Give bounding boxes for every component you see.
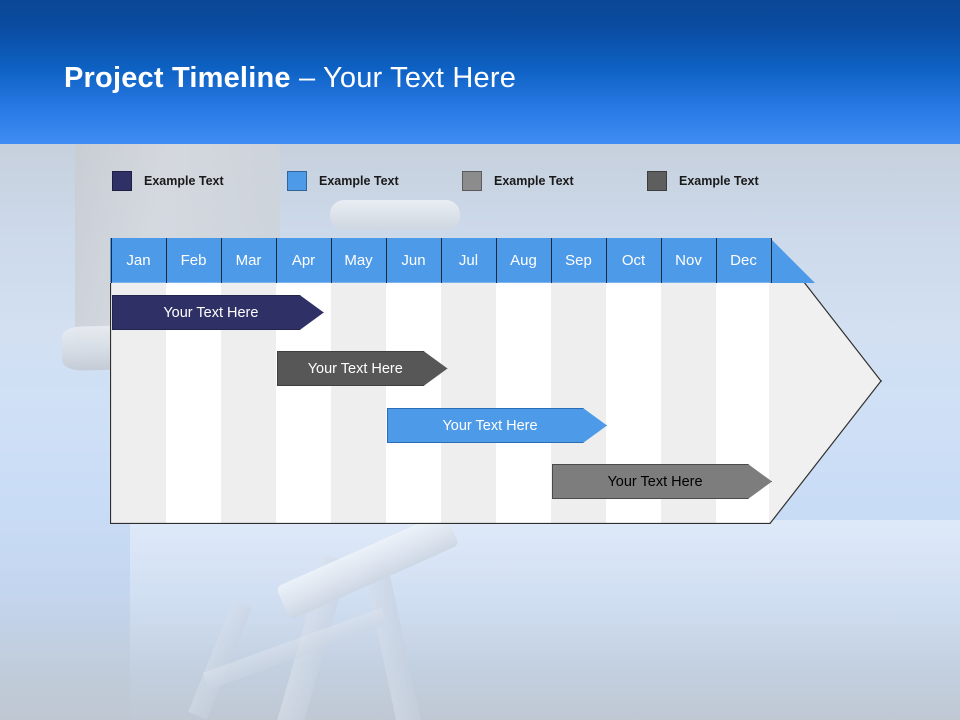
gantt-task-label: Your Text Here	[307, 360, 403, 377]
month-column-stripe	[496, 283, 551, 523]
month-header-separator	[386, 238, 387, 283]
gantt-task-label: Your Text Here	[163, 304, 259, 321]
month-header-cell-nov[interactable]: Nov	[675, 252, 702, 269]
month-header-separator	[221, 238, 222, 283]
background-reflection-leg-c	[188, 600, 252, 720]
legend-item[interactable]: Example Text	[287, 168, 399, 194]
month-header-separator	[771, 238, 772, 283]
month-header-separator	[276, 238, 277, 283]
month-header-separator	[496, 238, 497, 283]
background-reflection-leg-a	[276, 554, 350, 720]
month-header-separator	[166, 238, 167, 283]
legend-swatch-icon	[112, 171, 132, 191]
page-title-separator: –	[298, 62, 324, 94]
background-chair-armrest	[330, 200, 460, 230]
gantt-task-bar[interactable]: Your Text Here	[387, 408, 607, 443]
legend-item[interactable]: Example Text	[112, 168, 224, 194]
month-header-cell-aug[interactable]: Aug	[510, 252, 537, 269]
month-header-cell-jul[interactable]: Jul	[458, 252, 479, 269]
page-title-bold: Project Timeline	[64, 62, 299, 94]
gantt-task-bar[interactable]: Your Text Here	[552, 464, 772, 499]
background-reflection-leg-b	[363, 559, 421, 720]
page-title-light: Your Text Here	[323, 62, 517, 94]
month-header-background	[110, 238, 815, 283]
month-header-cell-may[interactable]: May	[344, 252, 373, 269]
month-header-cell-apr[interactable]: Apr	[291, 252, 316, 269]
gantt-task-bar[interactable]: Your Text Here	[277, 351, 448, 386]
month-header-cell-mar[interactable]: Mar	[235, 252, 262, 269]
month-header-separator	[331, 238, 332, 283]
background-reflection-seat	[275, 511, 460, 621]
month-header-separator	[606, 238, 607, 283]
month-header-cell-sep[interactable]: Sep	[565, 252, 592, 269]
month-header-cell-feb[interactable]: Feb	[180, 252, 207, 269]
legend-item[interactable]: Example Text	[462, 168, 574, 194]
month-header-separator	[661, 238, 662, 283]
month-column-stripe	[386, 283, 441, 523]
gantt-task-label: Your Text Here	[442, 417, 538, 434]
month-header-separator	[716, 238, 717, 283]
chart-legend: Example Text Example Text Example Text Exam…	[112, 168, 832, 198]
gantt-chart: Jan Feb Mar Apr May Jun Jul Aug Sep Oct Nov Dec You…	[110, 238, 882, 524]
month-header-separator	[551, 238, 552, 283]
month-header-row: Jan Feb Mar Apr May Jun Jul Aug Sep Oct Nov Dec	[110, 238, 882, 283]
month-column-stripe	[441, 283, 496, 523]
gantt-task-bar[interactable]: Your Text Here	[112, 295, 324, 330]
month-header-cell-jun[interactable]: Jun	[401, 252, 426, 269]
title-banner	[0, 0, 960, 141]
legend-swatch-icon	[647, 171, 667, 191]
month-header-cell-oct[interactable]: Oct	[621, 252, 646, 269]
background-floor-glow	[130, 520, 960, 720]
month-column-stripe	[331, 283, 386, 523]
gantt-task-label: Your Text Here	[607, 473, 703, 490]
legend-swatch-icon	[287, 171, 307, 191]
title-underline	[0, 141, 960, 144]
month-header-cell-dec[interactable]: Dec	[730, 252, 757, 269]
month-header-separator	[111, 238, 112, 283]
page-title: Project Timeline – Your Text Here	[64, 58, 516, 98]
month-header-separator	[441, 238, 442, 283]
legend-item[interactable]: Example Text	[647, 168, 759, 194]
month-header-cell-jan[interactable]: Jan	[126, 252, 151, 269]
month-header-baseline	[110, 282, 770, 283]
legend-swatch-icon	[462, 171, 482, 191]
legend-label: Example Text	[144, 174, 224, 188]
background-reflection-bar	[202, 608, 388, 690]
legend-label: Example Text	[679, 174, 759, 188]
legend-label: Example Text	[319, 174, 399, 188]
legend-label: Example Text	[494, 174, 574, 188]
